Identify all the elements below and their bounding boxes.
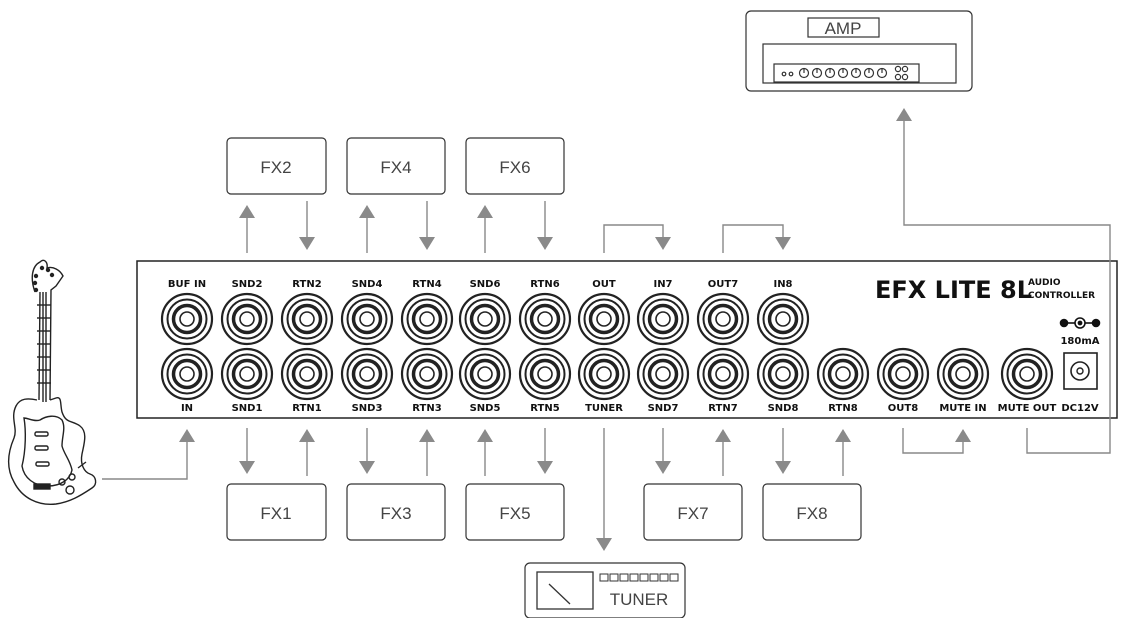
label-mute-in: MUTE IN (939, 403, 986, 414)
electric-guitar-icon (8, 259, 97, 505)
amp-label: AMP (825, 19, 862, 38)
brand-subtitle-line1: AUDIO (1028, 278, 1061, 288)
jack-in7[interactable] (636, 292, 690, 346)
polarity-icon (1059, 317, 1101, 329)
power-label: DC12V (1061, 403, 1099, 414)
fx7-label: FX7 (677, 504, 708, 523)
top-jack-row (160, 292, 810, 346)
jack-snd7[interactable] (636, 347, 690, 401)
fx-box-fx3: FX3 (346, 483, 446, 541)
fx1-label: FX1 (260, 504, 291, 523)
label-rtn7: RTN7 (708, 403, 737, 414)
label-out8: OUT8 (888, 403, 918, 414)
label-snd4: SND4 (352, 279, 383, 290)
label-rtn2: RTN2 (292, 279, 321, 290)
label-out7: OUT7 (708, 279, 738, 290)
tuner-label: TUNER (610, 590, 669, 609)
fx4-label: FX4 (380, 158, 411, 177)
fx-box-fx8: FX8 (762, 483, 862, 541)
fx8-label: FX8 (796, 504, 827, 523)
label-mute-out: MUTE OUT (998, 403, 1057, 414)
fx3-label: FX3 (380, 504, 411, 523)
brand-name: EFX LITE 8L (875, 276, 1032, 304)
jack-snd1[interactable] (220, 347, 274, 401)
label-rtn5: RTN5 (530, 403, 559, 414)
label-rtn6: RTN6 (530, 279, 559, 290)
dc-power-jack[interactable] (1063, 352, 1098, 390)
label-rtn8: RTN8 (828, 403, 857, 414)
current-rating: 180mA (1060, 336, 1099, 347)
jack-rtn8[interactable] (816, 347, 870, 401)
jack-rtn3[interactable] (400, 347, 454, 401)
jack-in[interactable] (160, 347, 214, 401)
jack-snd3[interactable] (340, 347, 394, 401)
fx-box-fx2: FX2 (226, 137, 327, 195)
fx-box-fx4: FX4 (346, 137, 446, 195)
label-snd5: SND5 (470, 403, 501, 414)
label-snd8: SND8 (768, 403, 799, 414)
tuner-device: TUNER (524, 562, 686, 618)
jack-snd4[interactable] (340, 292, 394, 346)
label-in7: IN7 (653, 279, 672, 290)
label-snd2: SND2 (232, 279, 263, 290)
brand-subtitle-line2: CONTROLLER (1028, 291, 1095, 301)
signal-paths (102, 108, 1111, 551)
jack-mute-in[interactable] (936, 347, 990, 401)
fx-box-fx6: FX6 (465, 137, 565, 195)
bottom-jack-row (160, 347, 1054, 401)
jack-tuner[interactable] (577, 347, 631, 401)
label-snd3: SND3 (352, 403, 383, 414)
jack-snd8[interactable] (756, 347, 810, 401)
jack-snd2[interactable] (220, 292, 274, 346)
label-out: OUT (592, 279, 616, 290)
label-rtn4: RTN4 (412, 279, 441, 290)
jack-mute-out[interactable] (1000, 347, 1054, 401)
label-in8: IN8 (773, 279, 792, 290)
jack-rtn4[interactable] (400, 292, 454, 346)
label-tuner: TUNER (585, 403, 623, 414)
fx-box-fx7: FX7 (643, 483, 743, 541)
jack-rtn2[interactable] (280, 292, 334, 346)
tuner-leds-icon (599, 573, 679, 582)
jack-in8[interactable] (756, 292, 810, 346)
label-snd6: SND6 (470, 279, 501, 290)
jack-rtn6[interactable] (518, 292, 572, 346)
label-buf-in: BUF IN (168, 279, 206, 290)
jack-snd5[interactable] (458, 347, 512, 401)
jack-out[interactable] (577, 292, 631, 346)
jack-buf-in[interactable] (160, 292, 214, 346)
label-rtn3: RTN3 (412, 403, 441, 414)
jack-snd6[interactable] (458, 292, 512, 346)
label-rtn1: RTN1 (292, 403, 321, 414)
fx6-label: FX6 (499, 158, 530, 177)
jack-rtn5[interactable] (518, 347, 572, 401)
fx-box-fx1: FX1 (226, 483, 327, 541)
amp-device: AMP (745, 10, 973, 92)
label-snd7: SND7 (648, 403, 679, 414)
fx-box-fx5: FX5 (465, 483, 565, 541)
label-in: IN (181, 403, 193, 414)
jack-rtn7[interactable] (696, 347, 750, 401)
jack-out8[interactable] (876, 347, 930, 401)
amp-knobs-icon (781, 65, 909, 81)
fx2-label: FX2 (260, 158, 291, 177)
jack-rtn1[interactable] (280, 347, 334, 401)
jack-out7[interactable] (696, 292, 750, 346)
label-snd1: SND1 (232, 403, 263, 414)
fx5-label: FX5 (499, 504, 530, 523)
